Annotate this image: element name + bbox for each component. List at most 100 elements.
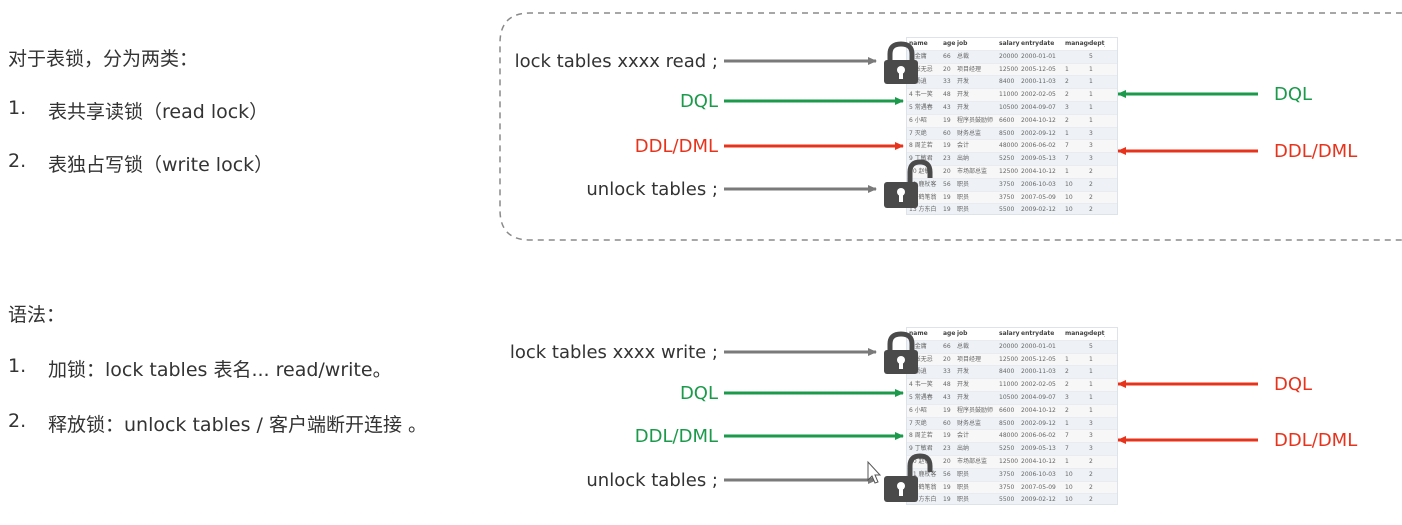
table-cell: 2 xyxy=(1089,193,1093,201)
read-lock-frame xyxy=(499,12,1402,241)
table-cell: 19 xyxy=(943,142,951,150)
write-unlock-label: unlock tables ; xyxy=(586,470,718,491)
table-cell: 12500 xyxy=(999,65,1019,73)
table-cell: 9 丁敏君 xyxy=(909,445,933,453)
table-cell: 1 xyxy=(1065,65,1069,73)
table-cell: 11000 xyxy=(999,91,1019,99)
lock-closed-icon xyxy=(884,41,918,84)
table-cell: 2 xyxy=(1065,91,1069,99)
table-cell: 职员 xyxy=(957,180,970,188)
read-unlock-label: unlock tables ; xyxy=(586,179,718,200)
table-cell: 1 xyxy=(1065,129,1069,137)
table-cell: 56 xyxy=(943,470,951,478)
table-cell: 2004-10-12 xyxy=(1021,457,1056,465)
table-cell: 1 金庸 xyxy=(909,342,927,350)
table-cell: 2005-12-05 xyxy=(1021,65,1056,73)
table-cell: 1 xyxy=(1089,116,1093,124)
table-header-cell: dept_id xyxy=(1089,330,1105,337)
lock-open-icon xyxy=(884,453,933,502)
emp-table-read: nameagejobsalaryentrydatemanageriddept_i… xyxy=(906,37,1118,215)
table-cell: 职员 xyxy=(957,496,970,504)
table-cell: 财务总监 xyxy=(957,419,982,427)
table-cell: 2004-10-12 xyxy=(1021,116,1056,124)
table-cell: 20 xyxy=(943,167,951,175)
table-cell: 9 丁敏君 xyxy=(909,155,933,163)
table-cell: 3 xyxy=(1089,142,1093,150)
table-cell xyxy=(1065,51,1089,63)
table-cell: 6600 xyxy=(999,406,1015,414)
table-cell: 8400 xyxy=(999,78,1015,86)
table-cell: 43 xyxy=(943,103,951,111)
table-cell: 66 xyxy=(943,342,951,350)
table-cell: 13 方东白 xyxy=(909,206,937,214)
table-lock-intro: 对于表锁，分为两类： xyxy=(8,48,199,70)
table-cell: 1 xyxy=(1065,419,1069,427)
write-dql-label: DQL xyxy=(679,383,718,404)
table-cell: 2009-02-12 xyxy=(1021,206,1056,214)
table-cell: 3750 xyxy=(999,470,1015,478)
table-header-cell: job xyxy=(957,330,968,337)
table-cell: 5250 xyxy=(999,445,1015,453)
lock-open-icon xyxy=(884,159,933,208)
table-cell: 10 赵敏 xyxy=(909,167,931,175)
table-cell: 2 xyxy=(1065,116,1069,124)
table-cell: 开发 xyxy=(957,381,970,389)
table-cell: 开发 xyxy=(957,78,970,86)
table-cell: 会计 xyxy=(957,432,970,440)
table-cell: 2 xyxy=(1065,381,1069,389)
table-cell: 33 xyxy=(943,368,951,376)
syntax-2-text: 释放锁：unlock tables / 客户端断开连接 。 xyxy=(48,414,428,436)
table-cell: 3 xyxy=(1065,103,1069,111)
table-cell xyxy=(1065,341,1089,353)
table-cell: 5 常遇春 xyxy=(909,103,933,111)
table-header-cell: age xyxy=(943,40,956,47)
table-cell: 2002-02-05 xyxy=(1021,91,1056,99)
table-cell: 3 xyxy=(1089,445,1093,453)
table-cell: 5500 xyxy=(999,206,1015,214)
table-cell: 出纳 xyxy=(957,155,970,163)
table-cell: 会计 xyxy=(957,142,970,150)
lock-type-2-text: 表独占写锁（write lock） xyxy=(48,154,274,176)
table-header-cell: managerid xyxy=(1065,40,1089,47)
table-header-cell: name xyxy=(909,40,928,47)
table-cell: 8 周芷若 xyxy=(909,432,933,440)
table-cell: 12500 xyxy=(999,457,1019,465)
table-cell: 财务总监 xyxy=(957,129,982,137)
table-cell: 4 韦一笑 xyxy=(909,381,933,389)
table-cell: 开发 xyxy=(957,393,970,401)
table-cell: 1 xyxy=(1089,381,1093,389)
table-header-cell: salary xyxy=(999,40,1020,47)
table-cell: 19 xyxy=(943,116,951,124)
table-cell: 6 小昭 xyxy=(909,116,927,124)
table-cell: 8 周芷若 xyxy=(909,142,933,150)
table-cell: 1 xyxy=(1089,368,1093,376)
table-header-cell: age xyxy=(943,330,956,337)
table-cell: 3 xyxy=(1065,393,1069,401)
table-cell: 2009-05-13 xyxy=(1021,445,1056,453)
table-cell: 6600 xyxy=(999,116,1015,124)
table-cell: 2006-06-02 xyxy=(1021,432,1056,440)
table-cell: 11 鹿杖客 xyxy=(909,180,937,188)
table-cell: 8500 xyxy=(999,419,1015,427)
table-cell: 5250 xyxy=(999,155,1015,163)
cursor-icon xyxy=(867,460,882,484)
table-cell: 23 xyxy=(943,445,951,453)
table-cell: 市场部总监 xyxy=(957,457,988,465)
lock-type-1-text: 表共享读锁（read lock） xyxy=(48,101,269,123)
table-cell: 开发 xyxy=(957,103,970,111)
table-cell: 48000 xyxy=(999,142,1019,150)
table-cell: 出纳 xyxy=(957,445,970,453)
lock-closed-icon xyxy=(884,331,918,374)
table-cell: 1 xyxy=(1065,167,1069,175)
table-cell: 20 xyxy=(943,457,951,465)
table-cell: 2002-02-05 xyxy=(1021,381,1056,389)
syntax-1-num: 1. xyxy=(8,355,27,377)
table-cell: 2 xyxy=(1065,368,1069,376)
